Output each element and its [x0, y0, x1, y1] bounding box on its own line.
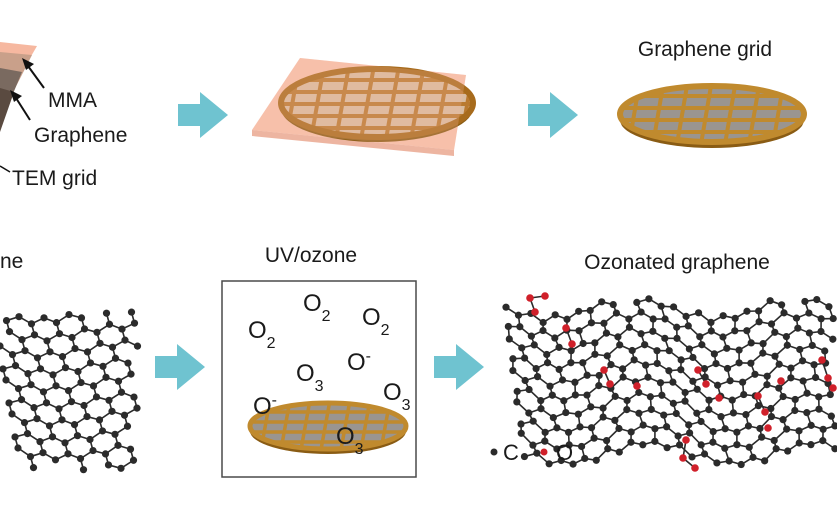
tem-grid-pointer-line	[0, 165, 11, 173]
ozonated-graphene-lattice	[502, 295, 837, 469]
carbon-legend-label: C	[503, 440, 519, 465]
atom-legend: C O	[490, 440, 573, 465]
layer-stack	[0, 42, 37, 132]
oxygen-legend-dot	[540, 448, 548, 456]
grid-in-chamber	[247, 400, 409, 454]
graphene-grid	[617, 83, 807, 148]
carbon-legend-dot	[490, 448, 498, 456]
ozonated-graphene-title: Ozonated graphene	[584, 251, 770, 274]
molecule-o-minus: O-	[347, 348, 371, 376]
process-arrow-4	[434, 344, 484, 390]
uv-ozone-title: UV/ozone	[265, 244, 357, 267]
molecule-o-minus: O-	[253, 392, 277, 420]
tem-grid-label: TEM grid	[12, 167, 97, 190]
molecule-o2: O2	[303, 290, 331, 325]
molecule-o2: O2	[362, 304, 390, 339]
mma-pointer-arrow	[22, 58, 45, 89]
graphene-grid-title: Graphene grid	[638, 38, 772, 61]
molecule-o3: O3	[383, 379, 411, 414]
process-arrow-2	[528, 92, 578, 138]
oxygen-legend-label: O	[556, 440, 573, 465]
mma-label: MMA	[48, 89, 97, 112]
graphene-label: Graphene	[34, 124, 127, 147]
molecule-o3: O3	[296, 360, 324, 395]
oxygen-functional-groups	[526, 292, 837, 472]
grid-with-mma	[252, 58, 476, 156]
process-arrow-1	[178, 92, 228, 138]
graphene-lattice-title: ne	[0, 250, 23, 273]
graphene-lattice	[0, 308, 142, 474]
process-arrow-3	[155, 344, 205, 390]
molecule-o3: O3	[336, 423, 364, 458]
graphene-pointer-arrow	[10, 90, 31, 121]
molecule-o2: O2	[248, 317, 276, 352]
